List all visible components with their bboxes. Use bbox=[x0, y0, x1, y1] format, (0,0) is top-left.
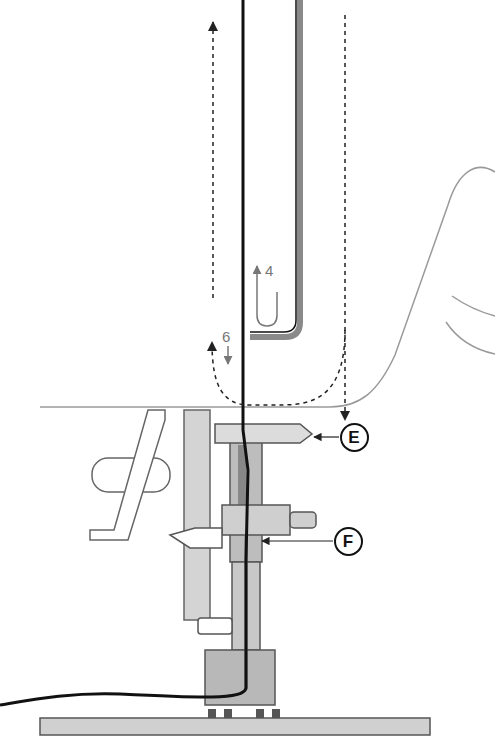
machine-body-line bbox=[446, 322, 495, 354]
feed-dog bbox=[272, 709, 280, 718]
machine-body-outline bbox=[40, 167, 495, 407]
leader-line bbox=[314, 436, 339, 437]
thread bbox=[0, 0, 248, 705]
thread-hook bbox=[170, 528, 222, 548]
machine-body-line bbox=[452, 296, 495, 316]
leader-line bbox=[262, 540, 333, 541]
step-arrow bbox=[227, 346, 229, 364]
thread-path-channel bbox=[250, 0, 300, 337]
presser-lever bbox=[90, 410, 165, 540]
direction-arrow bbox=[344, 15, 346, 420]
bed-plate bbox=[40, 718, 430, 735]
housing bbox=[184, 410, 210, 620]
callout-number: 6 bbox=[222, 329, 230, 344]
feed-dog bbox=[256, 709, 264, 718]
callout-letter: E bbox=[348, 429, 359, 446]
thread-guide bbox=[215, 424, 312, 443]
callout-circle: F bbox=[334, 527, 363, 556]
callout-number: 4 bbox=[265, 263, 273, 278]
feed-dog bbox=[224, 709, 232, 718]
feed-dog bbox=[208, 709, 216, 718]
clamp-screw bbox=[290, 512, 316, 528]
foot-screw bbox=[198, 618, 232, 634]
thread bbox=[250, 0, 296, 332]
needle-clamp bbox=[222, 505, 290, 535]
direction-arrow bbox=[212, 22, 214, 298]
direction-arrow bbox=[212, 330, 345, 405]
callout-letter: F bbox=[343, 533, 353, 550]
callout-circle: E bbox=[340, 423, 369, 452]
